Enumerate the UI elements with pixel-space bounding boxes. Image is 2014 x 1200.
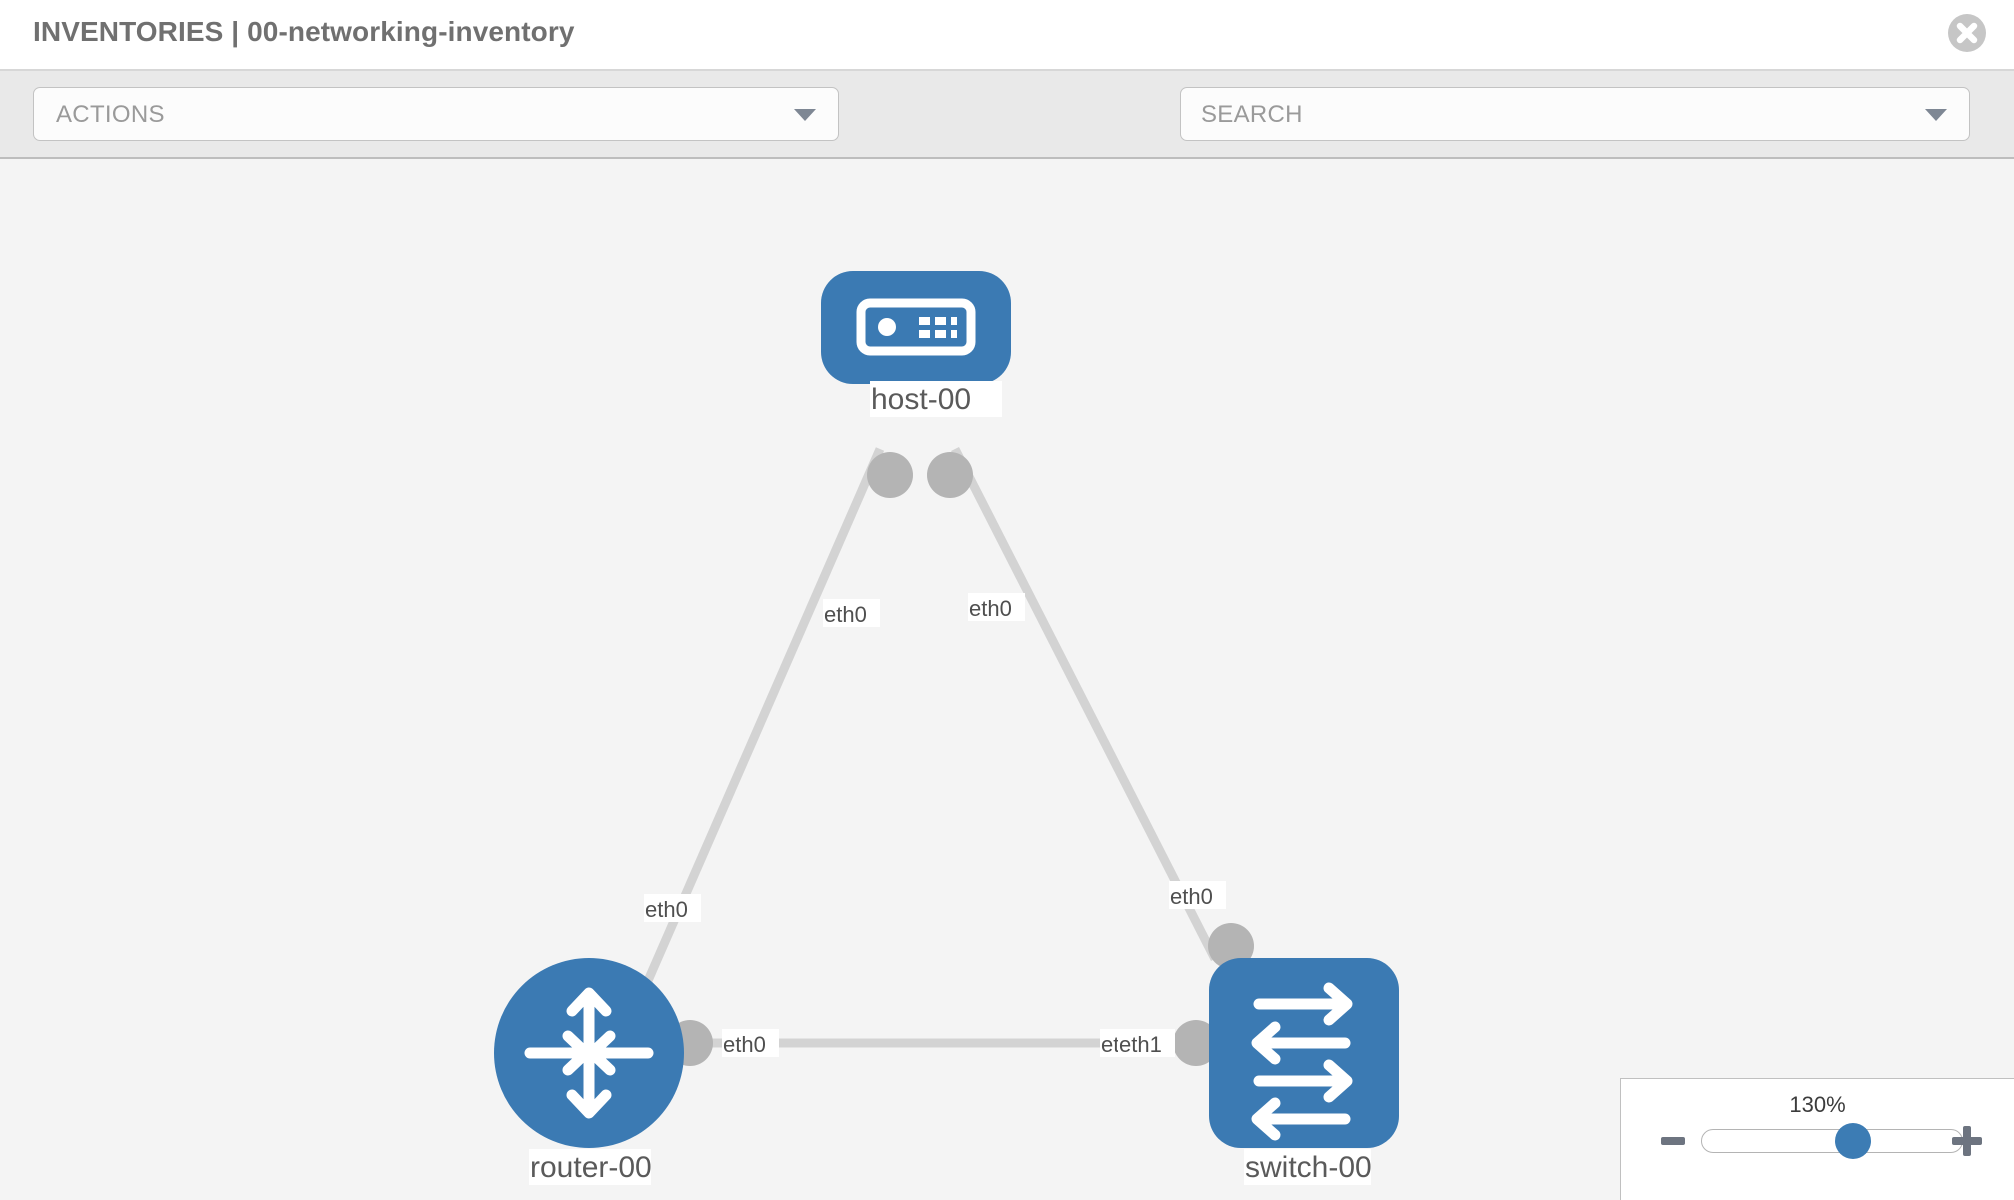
node-host-00[interactable]: host-00 — [821, 271, 1011, 417]
server-appliance-icon — [856, 298, 976, 356]
port-switch00-top[interactable] — [1208, 923, 1254, 969]
router-arrows-icon — [524, 987, 654, 1119]
actions-dropdown[interactable]: ACTIONS — [33, 87, 839, 141]
page-header: INVENTORIES | 00-networking-inventory — [0, 0, 2014, 71]
zoom-slider[interactable] — [1701, 1123, 1963, 1159]
page-title: INVENTORIES | 00-networking-inventory — [33, 16, 575, 47]
chevron-down-icon — [794, 109, 816, 121]
node-label-router-00: router-00 — [530, 1151, 652, 1184]
link-host00-switch00[interactable] — [950, 446, 1220, 962]
zoom-control-panel: 130% — [1620, 1078, 2014, 1200]
actions-dropdown-label: ACTIONS — [56, 101, 165, 128]
node-label-switch-00: switch-00 — [1245, 1151, 1372, 1184]
topology-links — [635, 446, 1220, 1048]
zoom-in-button[interactable] — [1952, 1126, 1982, 1156]
node-switch-00[interactable]: switch-00 — [1209, 958, 1399, 1185]
zoom-level-label: 130% — [1789, 1092, 1846, 1117]
iface-label-switch00-eth0-up: eth0 — [1170, 884, 1213, 909]
search-input[interactable]: SEARCH — [1180, 87, 1970, 141]
close-icon — [1956, 22, 1978, 44]
topology-ports — [667, 452, 1254, 1066]
zoom-slider-thumb[interactable] — [1835, 1123, 1871, 1159]
interface-labels: eth0 eth0 eth0 eth0 eth0 eth0 eth1 — [644, 593, 1226, 1057]
topology-canvas[interactable]: host-00 router-00 — [0, 159, 2014, 1200]
toolbar: ACTIONS SEARCH — [0, 71, 2014, 204]
port-switch00-left[interactable] — [1173, 1020, 1219, 1066]
node-label-host-00: host-00 — [871, 383, 971, 416]
topology-graph: host-00 router-00 — [494, 271, 1399, 1185]
zoom-out-button[interactable] — [1661, 1137, 1685, 1145]
switch-arrows-icon — [1251, 982, 1353, 1141]
iface-label-router00-eth0-up: eth0 — [645, 897, 688, 922]
iface-label-host00-eth0-left: eth0 — [824, 602, 867, 627]
port-host00-right[interactable] — [927, 452, 973, 498]
port-host00-left[interactable] — [867, 452, 913, 498]
search-placeholder: SEARCH — [1201, 101, 1303, 128]
iface-label-host00-eth0-right: eth0 — [969, 596, 1012, 621]
close-button[interactable] — [1948, 14, 1986, 52]
iface-label-router00-eth0-right: eth0 — [723, 1032, 766, 1057]
chevron-down-icon — [1925, 109, 1947, 121]
iface-label-switch00-eth1: eth1 — [1119, 1032, 1162, 1057]
node-router-00[interactable]: router-00 — [494, 958, 684, 1185]
